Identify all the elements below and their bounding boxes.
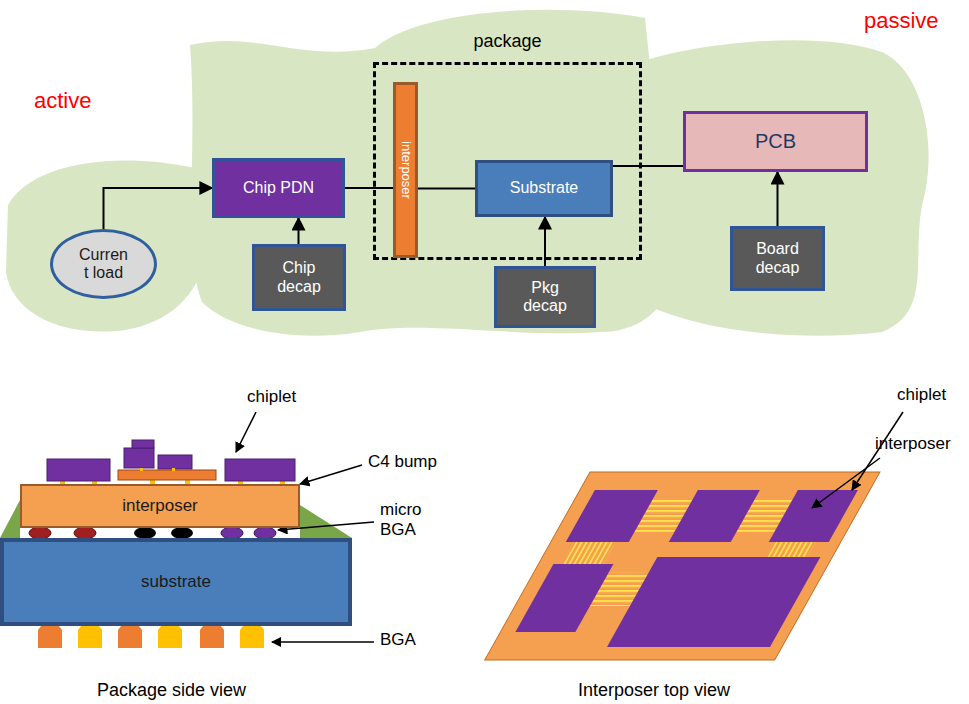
callout-label: chiplet xyxy=(247,387,296,407)
node-label: interposer xyxy=(122,496,198,516)
region-label: passive xyxy=(864,8,939,33)
pcb-box: PCB xyxy=(683,111,868,172)
node-label: Board decap xyxy=(743,240,813,277)
load-ellipse: Curren t load xyxy=(50,229,157,299)
node-label: interposer xyxy=(398,141,413,199)
node-label: PCB xyxy=(755,130,796,153)
callout-label: C4 bump xyxy=(368,452,437,472)
node-label: Chip PDN xyxy=(243,179,314,197)
decap-box: Board decap xyxy=(730,226,825,291)
interposer-layer: interposer xyxy=(20,484,300,528)
group-heading: package xyxy=(473,31,541,52)
interposer-box: interposer xyxy=(393,82,418,258)
node-label: Chip decap xyxy=(264,259,334,296)
interposer-top-illustration xyxy=(485,412,903,660)
callout-label: BGA xyxy=(380,630,416,650)
connector xyxy=(298,218,300,244)
node-label: Pkg decap xyxy=(510,279,580,316)
connector xyxy=(777,172,779,226)
node-label: Curren t load xyxy=(77,246,131,283)
callout-label: interposer xyxy=(875,434,951,454)
connector xyxy=(418,188,475,190)
process-box: Chip PDN xyxy=(212,158,345,218)
connector xyxy=(345,187,393,189)
node-label: Substrate xyxy=(510,179,578,197)
substrate-layer: substrate xyxy=(0,538,352,626)
package-side-illustration xyxy=(0,412,374,648)
package-boundary: packageinterposerSubstrate xyxy=(373,62,642,260)
view-caption: Interposer top view xyxy=(578,680,730,701)
decap-box: Chip decap xyxy=(252,244,346,311)
decap-box: Pkg decap xyxy=(494,266,596,328)
region-label: active xyxy=(34,88,91,113)
node-label: substrate xyxy=(141,572,211,592)
domain-blob xyxy=(6,10,929,336)
substrate-box: Substrate xyxy=(475,160,613,217)
connector xyxy=(613,165,683,167)
connector xyxy=(104,188,213,229)
callout-label: micro BGA xyxy=(380,500,430,539)
callout-label: chiplet xyxy=(897,385,946,405)
view-caption: Package side view xyxy=(97,680,246,701)
